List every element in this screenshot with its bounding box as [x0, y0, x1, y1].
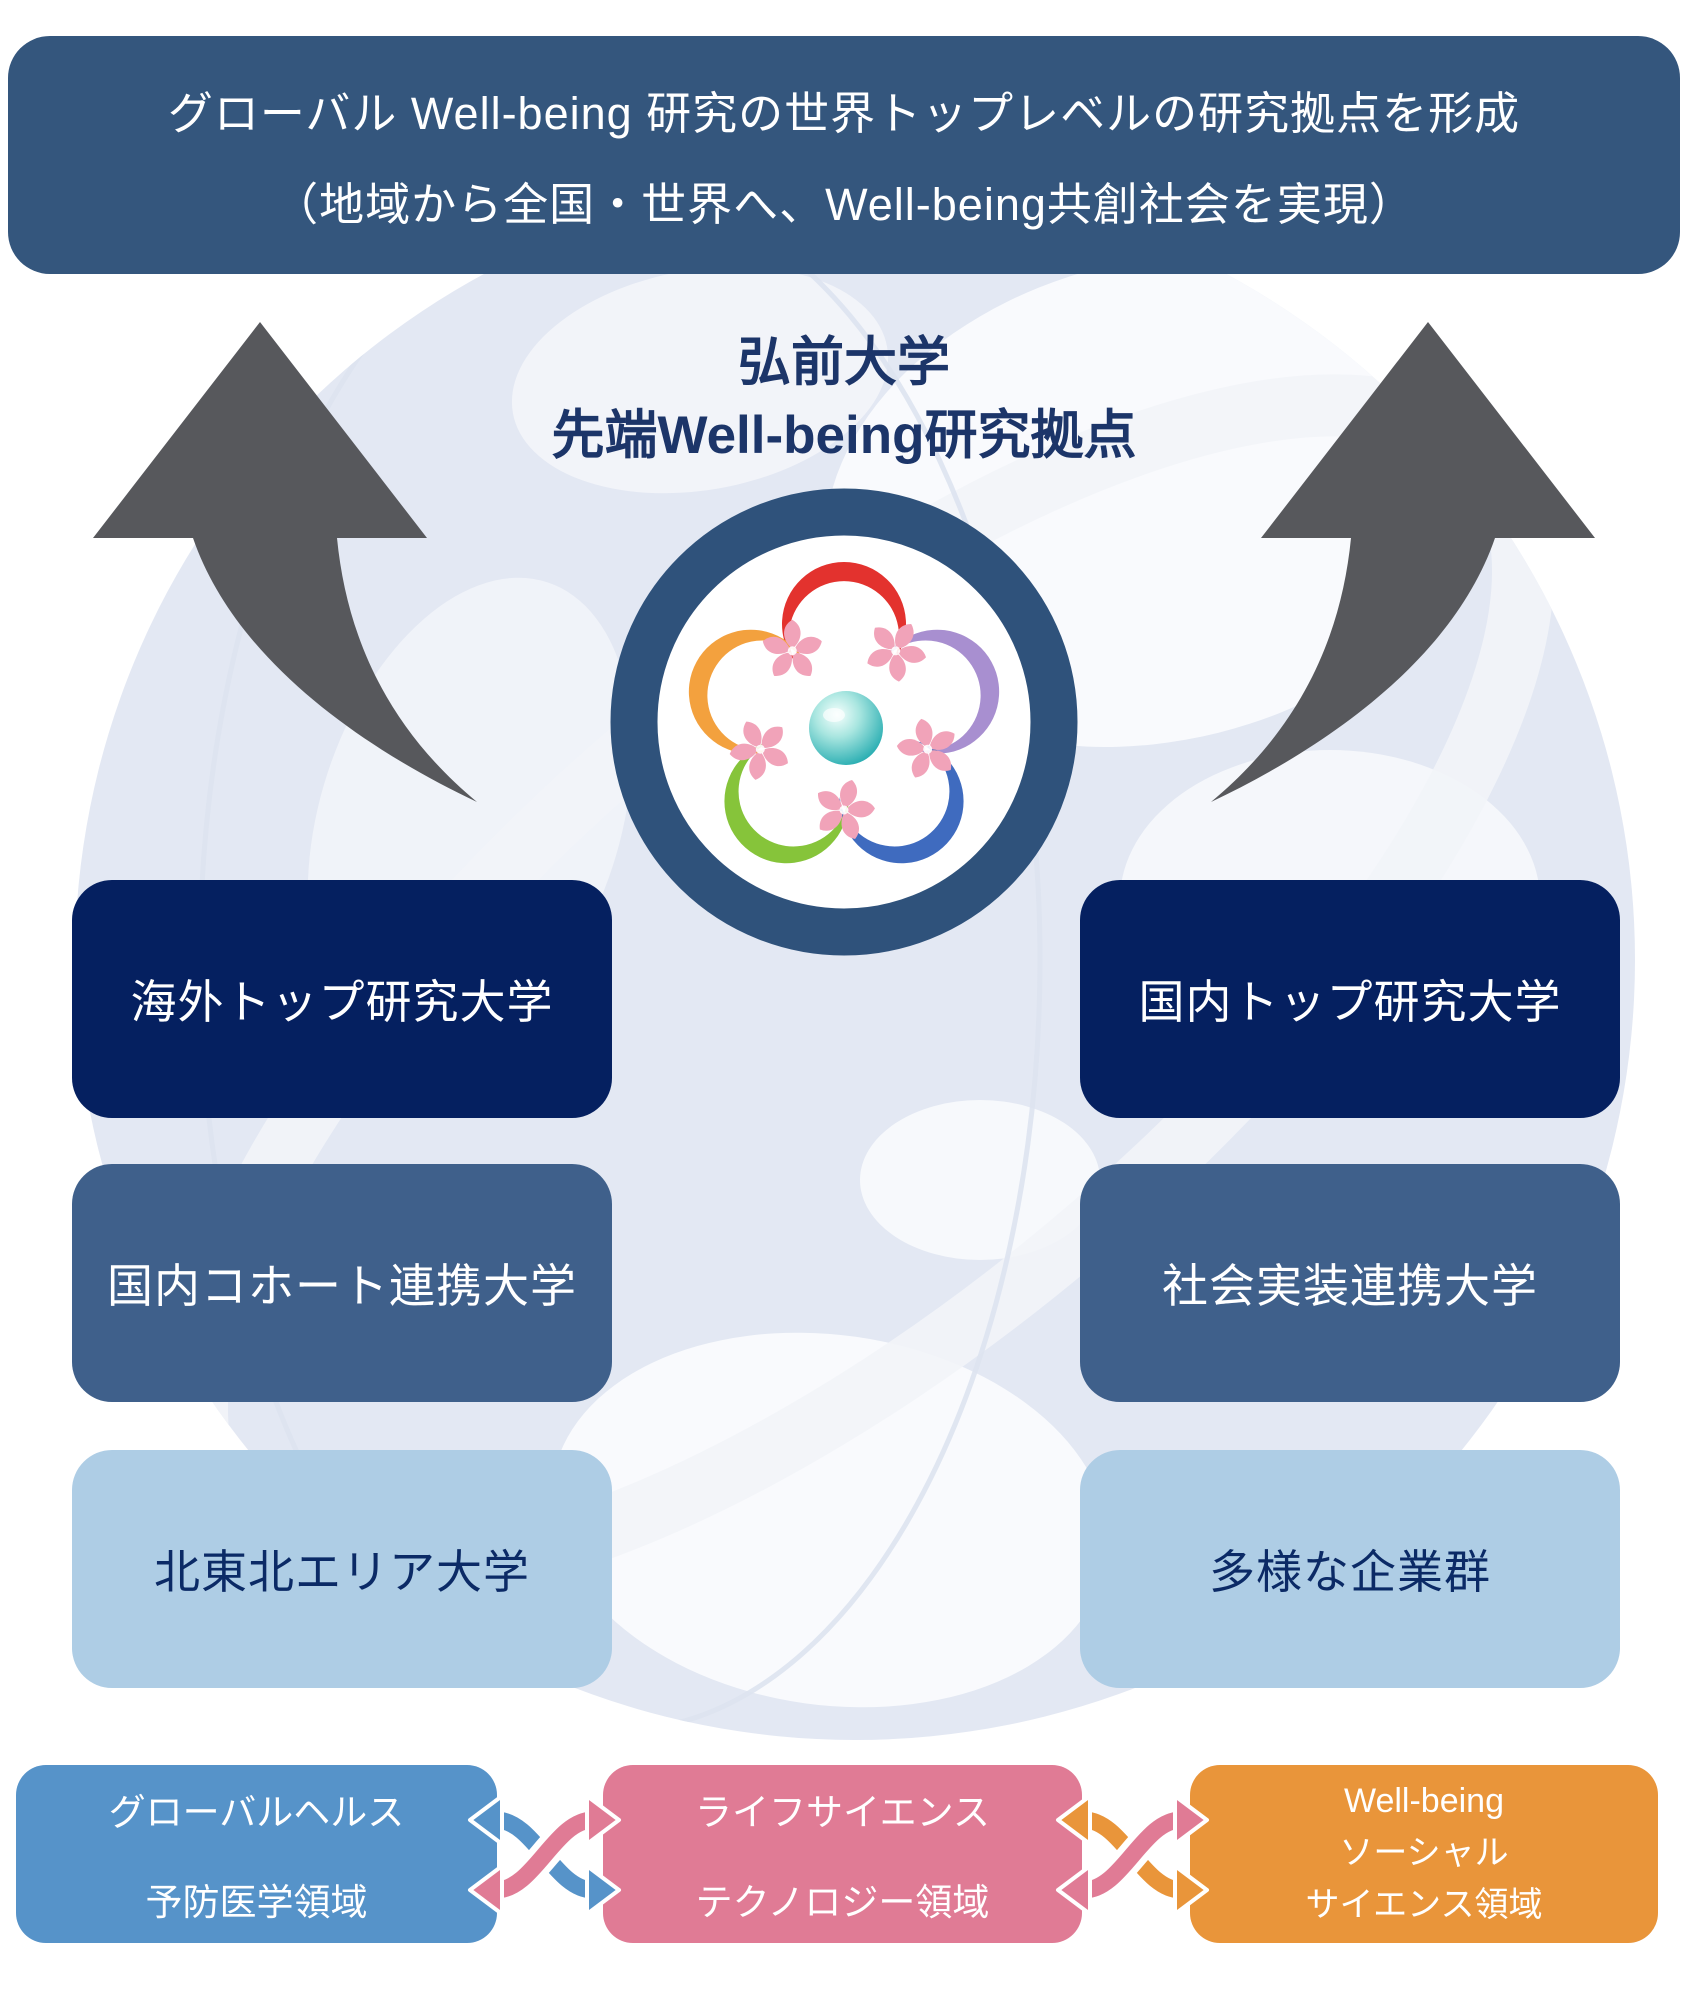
goal-banner: グローバル Well-being 研究の世界トップレベルの研究拠点を形成 （地域…: [8, 36, 1680, 274]
domain-box-line: 予防医学領域: [145, 1882, 368, 1923]
domain-box-line: グローバルヘルス: [108, 1792, 405, 1833]
goal-banner-line2: （地域から全国・世界へ、Well-being共創社会を実現）: [273, 179, 1415, 230]
logo-crescents: [688, 562, 1000, 864]
domain-box-line: テクノロジー領域: [695, 1882, 990, 1923]
partner-box-label: 多様な企業群: [1209, 1546, 1491, 1598]
center-title: 弘前大学 先端Well-being研究拠点: [344, 326, 1344, 472]
domain-box-line: ライフサイエンス: [695, 1792, 990, 1833]
logo-center-sphere: [809, 691, 883, 765]
partner-box-overseas-top-universities: 海外トップ研究大学: [72, 880, 612, 1118]
center-title-line2: 先端Well-being研究拠点: [551, 406, 1137, 466]
exchange-arrows-left-icon: [468, 1794, 621, 1916]
partner-box-label: 北東北エリア大学: [154, 1546, 530, 1598]
goal-banner-line1: グローバル Well-being 研究の世界トップレベルの研究拠点を形成: [167, 88, 1521, 139]
domain-box-global-health: グローバルヘルス 予防医学領域: [16, 1765, 497, 1943]
partner-box-label: 国内トップ研究大学: [1138, 976, 1562, 1028]
partner-box-social-implementation-universities: 社会実装連携大学: [1080, 1164, 1620, 1402]
partner-box-diverse-companies: 多様な企業群: [1080, 1450, 1620, 1688]
logo-sakura-flowers: [729, 619, 955, 839]
university-logo-icon: [610, 488, 1078, 956]
exchange-arrows-right-icon: [1056, 1794, 1209, 1916]
partner-box-label: 海外トップ研究大学: [130, 976, 554, 1028]
domain-box-wellbeing-social-science: Well-being ソーシャル サイエンス領域: [1190, 1765, 1658, 1943]
domain-box-line: Well-being: [1343, 1782, 1504, 1821]
left-up-arrow-icon: [93, 322, 477, 802]
domain-box-life-science-technology: ライフサイエンス テクノロジー領域: [603, 1765, 1082, 1943]
partner-box-label: 社会実装連携大学: [1162, 1260, 1538, 1312]
partner-box-domestic-cohort-universities: 国内コホート連携大学: [72, 1164, 612, 1402]
domain-box-line: サイエンス領域: [1305, 1885, 1543, 1924]
domain-box-line: ソーシャル: [1339, 1834, 1509, 1873]
partner-box-label: 国内コホート連携大学: [107, 1260, 577, 1312]
partner-box-domestic-top-universities: 国内トップ研究大学: [1080, 880, 1620, 1118]
center-title-line1: 弘前大学: [738, 333, 950, 392]
partner-box-kitatohoku-area-universities: 北東北エリア大学: [72, 1450, 612, 1688]
right-up-arrow-icon: [1211, 322, 1595, 802]
